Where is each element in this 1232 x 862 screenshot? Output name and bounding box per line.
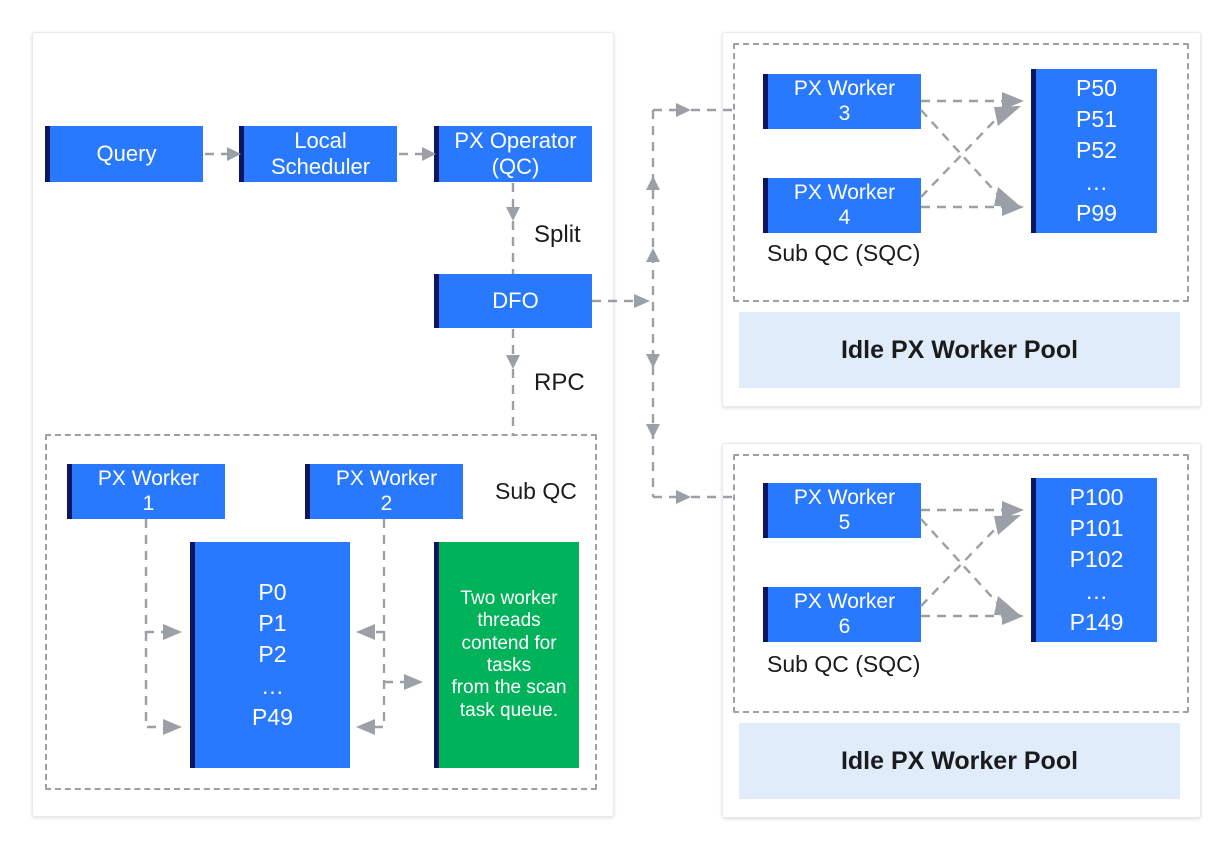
idle-px-worker-pool-bottom-label: Idle PX Worker Pool xyxy=(840,746,1079,775)
arrowhead-dfo-to-trunk xyxy=(634,294,650,308)
edge-label-split: Split xyxy=(534,221,581,248)
idle-px-worker-pool-top: Idle PX Worker Pool xyxy=(739,312,1180,388)
arrowhead-trunk-to-bottom-panel xyxy=(676,490,691,504)
sub-qc-label-left: Sub QC xyxy=(495,478,577,504)
idle-px-worker-pool-top-label: Idle PX Worker Pool xyxy=(840,335,1079,364)
idle-px-worker-pool-bottom: Idle PX Worker Pool xyxy=(739,723,1180,799)
arrowhead-trunk-up-1 xyxy=(646,176,660,190)
arrowhead-trunk-down-2 xyxy=(646,424,660,438)
node-dfo[interactable]: DFO xyxy=(434,274,592,328)
node-dfo-label: DFO xyxy=(492,288,539,314)
node-px-operator-qc[interactable]: PX Operator(QC) xyxy=(434,126,592,182)
edge-label-rpc: RPC xyxy=(534,369,585,396)
sub-qc-label-top-right: Sub QC (SQC) xyxy=(767,240,921,266)
sub-qc-container-left xyxy=(45,434,597,790)
sub-qc-container-bottom-right xyxy=(733,454,1189,713)
node-px-operator-qc-label: PX Operator(QC) xyxy=(454,128,577,179)
arrowhead-trunk-up-2 xyxy=(646,248,660,262)
arrowhead-trunk-to-top-panel xyxy=(676,103,691,117)
node-query-label: Query xyxy=(96,141,157,167)
node-query[interactable]: Query xyxy=(45,126,203,182)
sub-qc-container-top-right xyxy=(733,43,1189,302)
arrowhead-trunk-down-1 xyxy=(646,354,660,368)
sub-qc-label-bottom-right: Sub QC (SQC) xyxy=(767,651,921,677)
